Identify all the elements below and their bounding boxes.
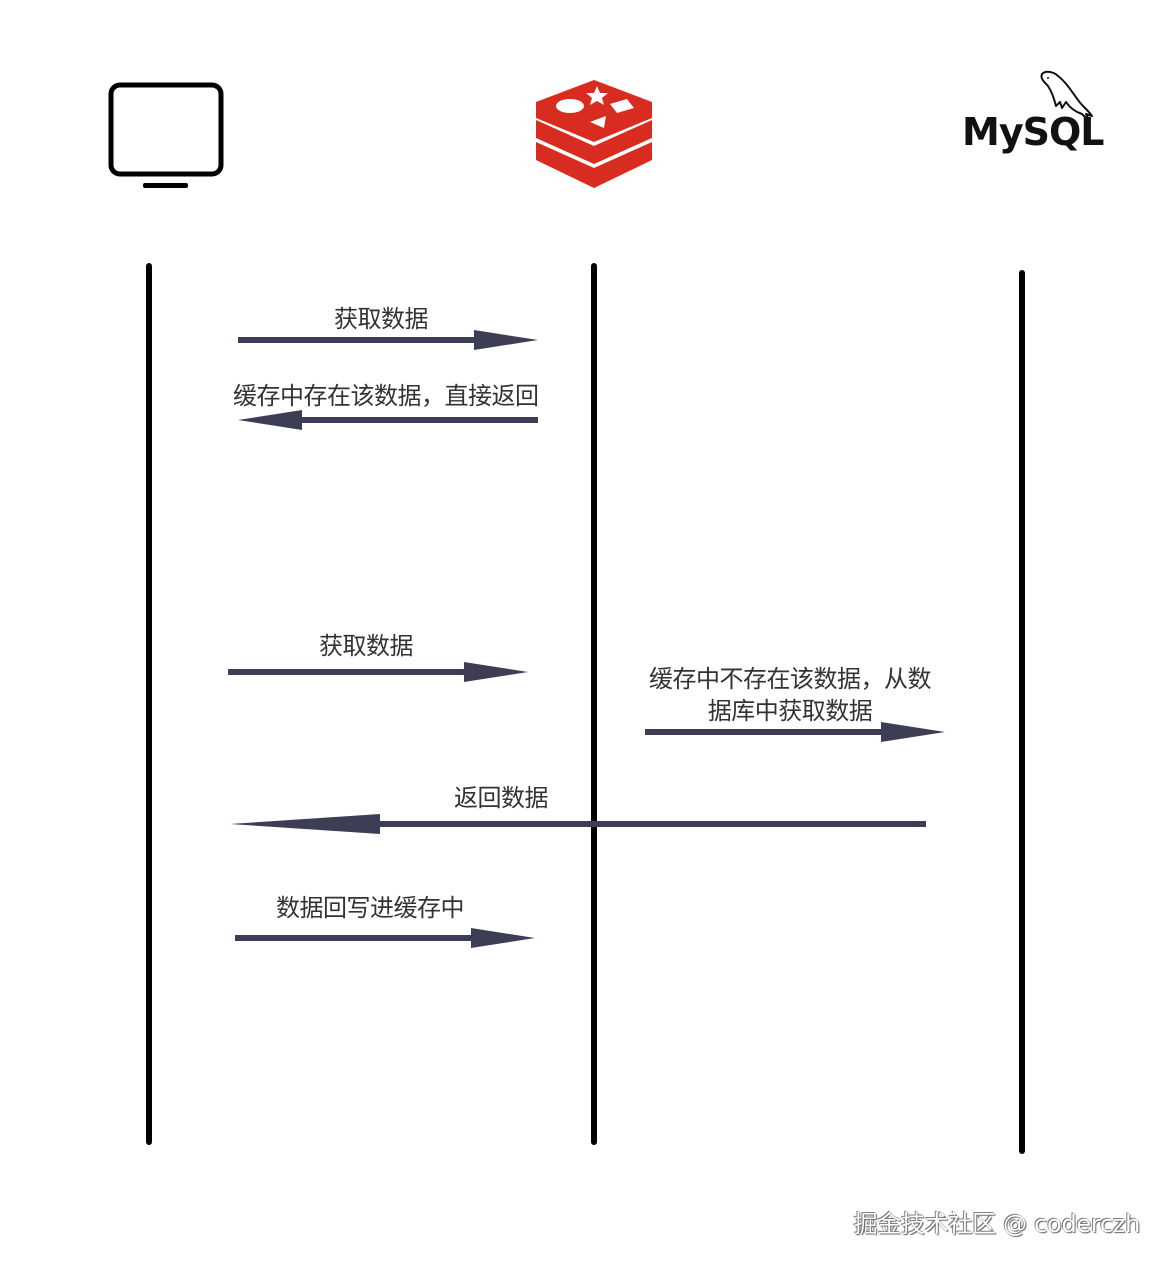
- message-label-get-data-2: 获取数据: [319, 632, 414, 660]
- arrow-right-6: [235, 928, 535, 948]
- arrow-left-2: [238, 410, 538, 430]
- mysql-logo-text: MySQL: [962, 110, 1104, 154]
- redis-lifeline: [591, 263, 597, 1145]
- arrow-right-4: [645, 722, 945, 742]
- watermark: 掘金技术社区 @ coderczh: [853, 1210, 1141, 1238]
- message-label-cache-miss-line2: 据库中获取数据: [707, 697, 873, 725]
- message-label-get-data-1: 获取数据: [334, 305, 429, 333]
- client-lifeline: [146, 263, 152, 1145]
- arrow-right-1: [238, 330, 538, 350]
- message-label-cache-miss: 缓存中不存在该数据，从数 据库中获取数据: [630, 664, 950, 726]
- message-label-cache-miss-line1: 缓存中不存在该数据，从数: [649, 665, 932, 693]
- redis-logo-icon: [536, 80, 652, 188]
- mysql-dolphin-icon: [1040, 70, 1093, 123]
- message-label-cache-hit: 缓存中存在该数据，直接返回: [233, 382, 539, 410]
- arrow-left-5: [230, 814, 926, 834]
- monitor-icon: [108, 82, 224, 188]
- mysql-lifeline: [1019, 270, 1025, 1154]
- arrow-right-3: [228, 662, 528, 682]
- message-label-return-data: 返回数据: [454, 784, 549, 812]
- message-label-write-back: 数据回写进缓存中: [276, 894, 465, 922]
